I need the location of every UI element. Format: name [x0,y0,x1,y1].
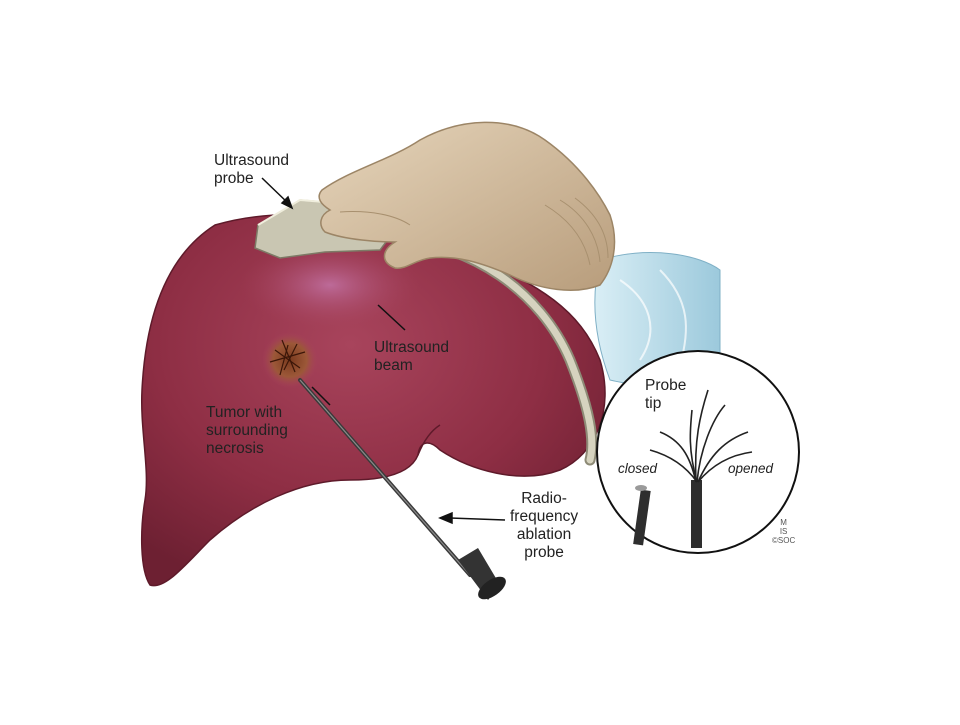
label-closed: closed [618,461,658,476]
leader-lines [261,177,506,525]
tumor-vessels [269,339,306,376]
rf-ablation-probe [298,378,506,600]
opened-probe-tip [649,389,753,548]
closed-probe-tip [633,485,651,546]
ultrasound-beam [240,240,420,330]
gloved-hand [318,121,616,291]
label-opened: opened [728,461,774,476]
